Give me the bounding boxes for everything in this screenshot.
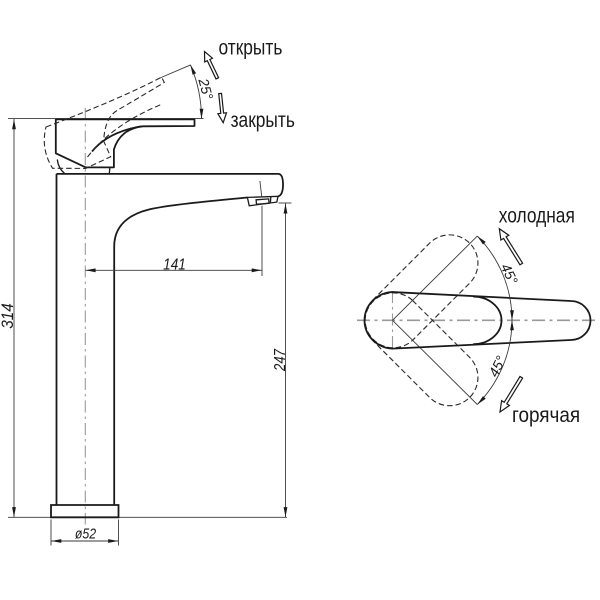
svg-text:25°: 25°	[195, 76, 216, 102]
svg-text:314: 314	[0, 303, 17, 329]
svg-text:247: 247	[272, 348, 289, 372]
svg-text:ø52: ø52	[75, 526, 97, 542]
svg-text:горячая: горячая	[512, 404, 580, 427]
svg-text:141: 141	[163, 257, 186, 274]
svg-text:открыть: открыть	[219, 37, 283, 60]
svg-text:холодная: холодная	[499, 205, 575, 228]
svg-text:закрыть: закрыть	[231, 109, 295, 132]
